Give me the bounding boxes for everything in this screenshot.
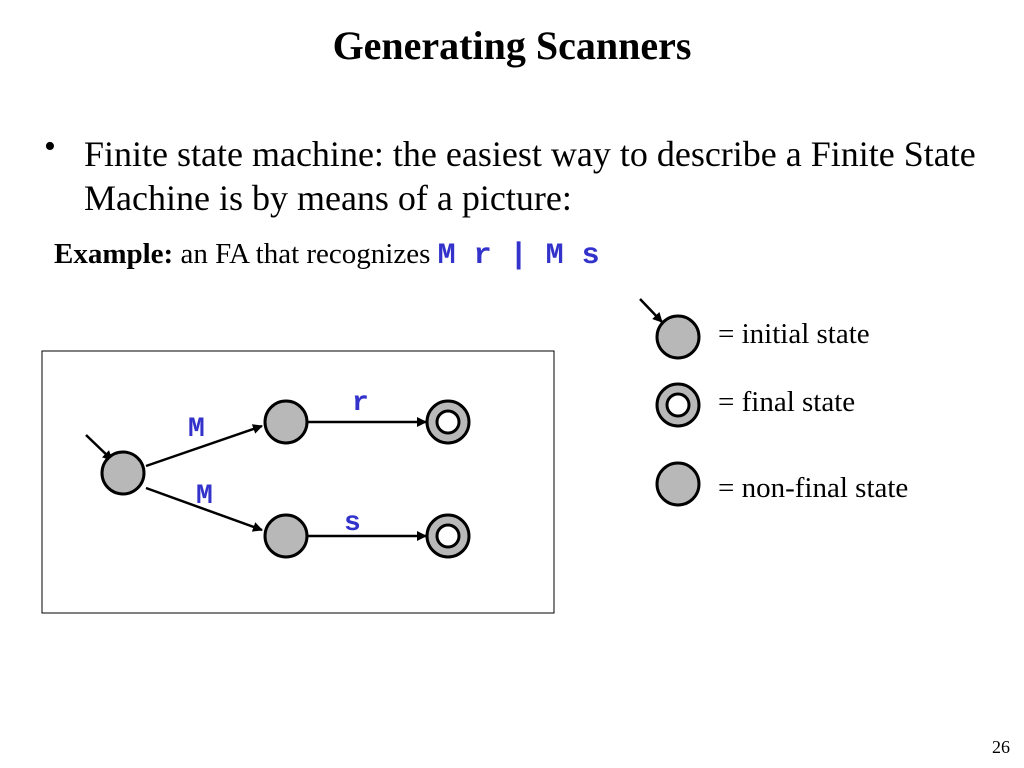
legend-initial-label: = initial state — [718, 318, 870, 350]
edge-start-lower — [145, 486, 263, 532]
edge-label-m-lower: M — [196, 481, 213, 512]
state-upper-middle — [263, 399, 309, 445]
legend-final-state-icon — [655, 382, 701, 428]
bullet-marker: • — [44, 128, 56, 165]
slide-title: Generating Scanners — [332, 23, 692, 68]
legend-initial-state-icon — [655, 314, 701, 360]
state-final-upper — [425, 399, 471, 445]
example-label: Example: — [54, 238, 174, 270]
example-expression: M r | M s — [437, 239, 600, 273]
page-number: 26 — [992, 737, 1010, 757]
legend-nonfinal-label: = non-final state — [718, 472, 909, 504]
state-initial — [100, 450, 146, 496]
state-final-lower — [425, 513, 471, 559]
edge-label-m-upper: M — [188, 414, 205, 445]
edge-start-upper — [145, 424, 263, 468]
example-line: Example: an FA that recognizes M r | M s — [54, 238, 600, 273]
legend-final-label: = final state — [718, 386, 856, 418]
bullet-text: Finite state machine: the easiest way to… — [84, 134, 976, 218]
edge-label-r: r — [352, 388, 369, 419]
diagram-frame — [41, 350, 555, 614]
example-text: an FA that recognizes — [180, 238, 431, 270]
legend-nonfinal-state-icon — [655, 461, 701, 507]
start-arrow — [85, 434, 113, 461]
legend-initial-arrow — [639, 298, 663, 323]
edge-label-s: s — [344, 508, 361, 539]
state-lower-middle — [263, 513, 309, 559]
